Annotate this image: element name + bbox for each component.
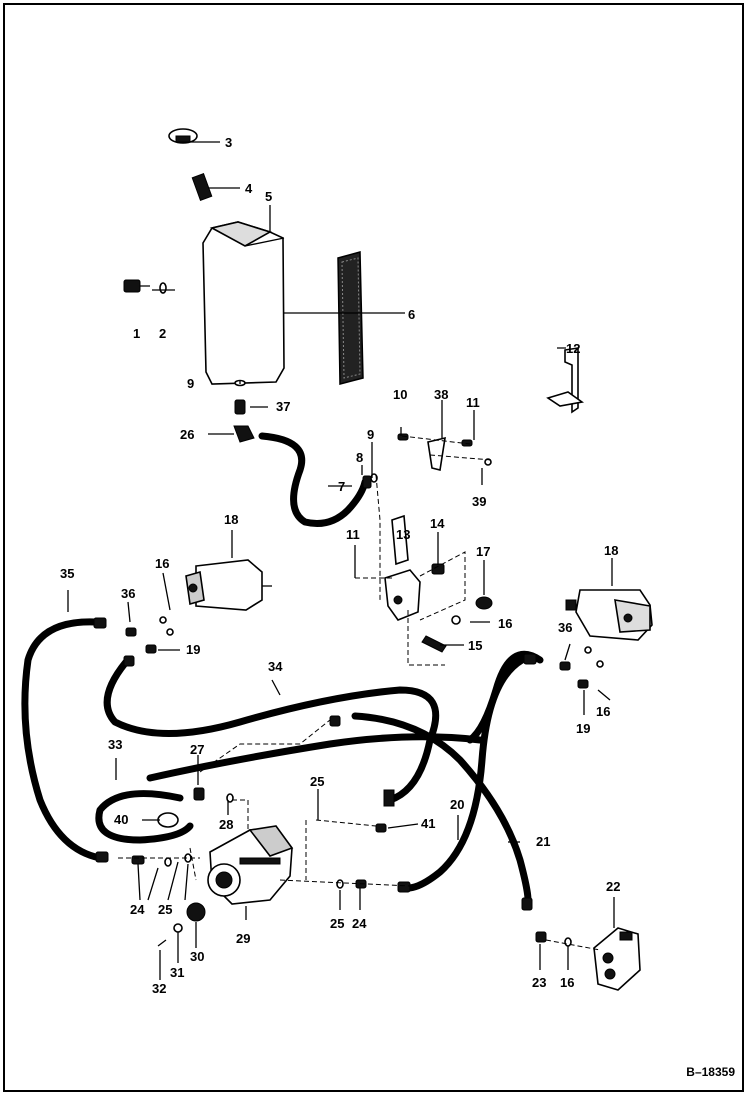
callout-16: 16 [498,616,513,631]
callout-5: 5 [265,189,273,204]
callout-38: 38 [434,387,449,402]
callout-27: 27 [190,742,205,757]
diagram-border [3,3,744,1092]
callout-34: 34 [268,659,283,674]
callout-16: 16 [596,704,611,719]
callout-28: 28 [219,817,234,832]
callout-39: 39 [472,494,487,509]
callout-19: 19 [576,721,591,736]
callout-41: 41 [421,816,436,831]
drive-motor-right [565,589,653,641]
drive-motor-left [185,559,272,611]
mounting-bracket [546,347,585,414]
callout-14: 14 [430,516,445,531]
callout-35: 35 [60,566,75,581]
callout-23: 23 [532,975,547,990]
callout-31: 31 [170,965,185,980]
callout-25: 25 [310,774,325,789]
callout-17: 17 [476,544,491,559]
callout-18: 18 [604,543,619,558]
callout-11: 11 [346,527,360,542]
callout-2: 2 [159,326,167,341]
callout-18: 18 [224,512,239,527]
reservoir-tank [202,221,285,385]
callout-9: 9 [367,427,375,442]
heat-shield-pad [337,251,364,385]
callout-11: 11 [466,395,480,410]
callout-24: 24 [130,902,145,917]
callout-16: 16 [560,975,575,990]
callout-25: 25 [330,916,345,931]
callout-10: 10 [393,387,408,402]
callout-3: 3 [225,135,233,150]
callout-36: 36 [558,620,573,635]
callout-25: 25 [158,902,173,917]
callout-30: 30 [190,949,205,964]
callout-15: 15 [468,638,483,653]
filler-strainer [191,173,213,201]
callout-4: 4 [245,181,253,196]
callout-37: 37 [276,399,291,414]
callout-29: 29 [236,931,251,946]
callout-13: 13 [396,527,411,542]
drawing-number: B–18359 [686,1065,735,1079]
hydraulic-pump [207,825,294,905]
callout-22: 22 [606,879,621,894]
callout-33: 33 [108,737,123,752]
callout-24: 24 [352,916,367,931]
callout-36: 36 [121,586,136,601]
callout-26: 26 [180,427,195,442]
callout-20: 20 [450,797,465,812]
callout-19: 19 [186,642,201,657]
callout-32: 32 [152,981,167,996]
valve-block [384,433,493,653]
callout-40: 40 [114,812,129,827]
callout-6: 6 [408,307,416,322]
callout-8: 8 [356,450,364,465]
callout-16: 16 [155,556,170,571]
callout-7: 7 [338,479,346,494]
callout-1: 1 [133,326,141,341]
callout-21: 21 [536,834,551,849]
filler-cap [168,128,198,144]
callout-12: 12 [566,341,581,356]
control-valve [593,927,641,991]
callout-9: 9 [187,376,195,391]
